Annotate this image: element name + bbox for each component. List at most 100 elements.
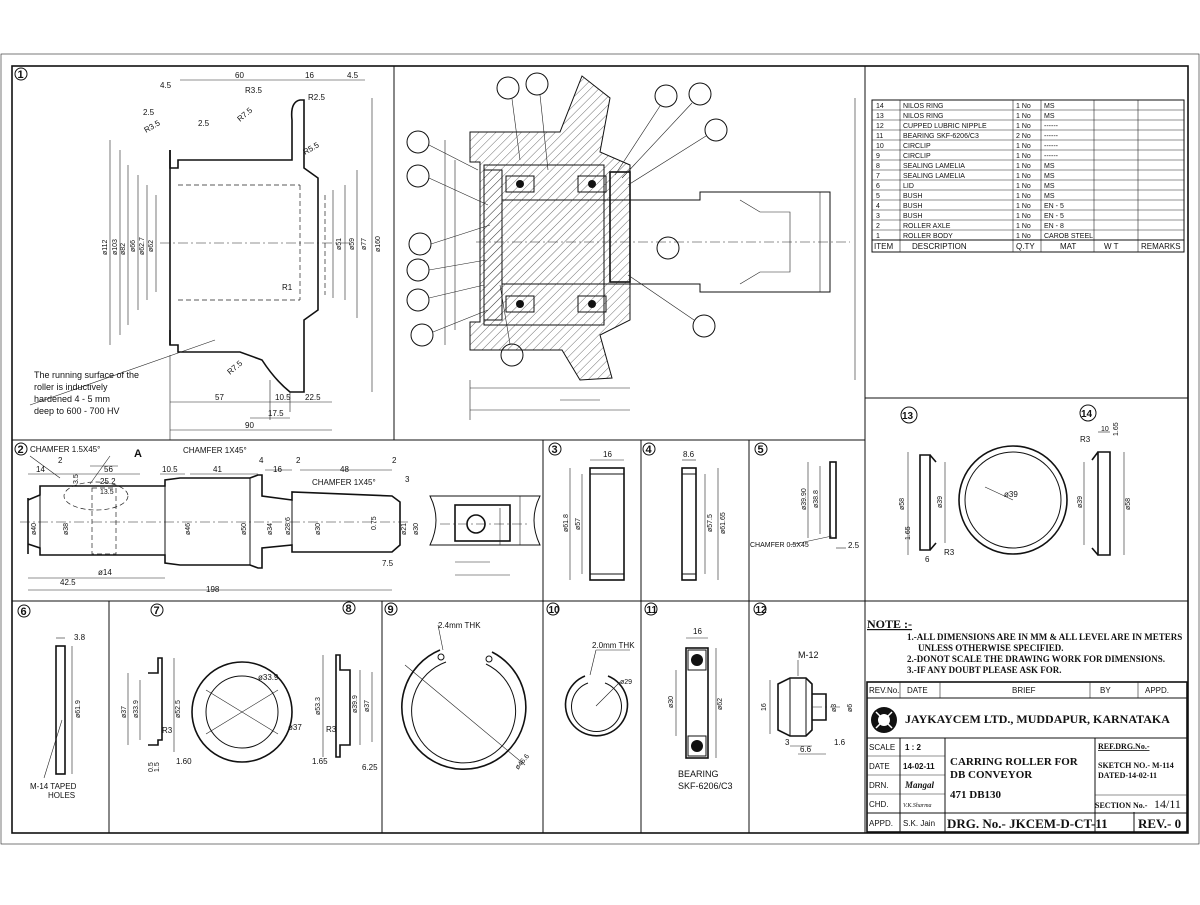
- svg-text:1 : 2: 1 : 2: [905, 743, 922, 752]
- svg-text:5: 5: [758, 444, 764, 456]
- svg-text:ø66: ø66: [130, 240, 137, 252]
- svg-text:CHAMFER 0.5X45: CHAMFER 0.5X45: [750, 542, 809, 549]
- svg-text:CHAMFER 1X45°: CHAMFER 1X45°: [183, 446, 247, 455]
- svg-text:ø53.3: ø53.3: [315, 697, 322, 715]
- balloon-14: [614, 84, 678, 176]
- svg-text:13: 13: [902, 411, 914, 422]
- svg-text:ø57: ø57: [575, 518, 582, 530]
- svg-text:2.5: 2.5: [848, 541, 860, 550]
- svg-text:57: 57: [215, 393, 224, 402]
- assembly-section-view: [406, 72, 856, 420]
- outer-border: [0, 53, 1200, 845]
- balloon-9: [406, 284, 485, 312]
- bom-cell: 1 No: [1016, 123, 1031, 130]
- svg-text:SECTION No.-: SECTION No.-: [1095, 801, 1148, 810]
- svg-text:REMARKS: REMARKS: [1141, 242, 1181, 251]
- balloon-3: [525, 72, 549, 171]
- balloon-1: [496, 76, 521, 161]
- bom-cell: MS: [1044, 163, 1055, 170]
- revision: REV.- 0: [1138, 816, 1181, 831]
- svg-text:17.5: 17.5: [268, 409, 284, 418]
- bom-cell: MS: [1044, 173, 1055, 180]
- svg-text:ø37: ø37: [364, 700, 371, 712]
- svg-text:3: 3: [552, 444, 558, 456]
- bom-cell: MS: [1044, 103, 1055, 110]
- bom-cell: ROLLER AXLE: [903, 223, 951, 230]
- drawing-number: DRG. No.- JKCEM-D-CT-11: [947, 816, 1108, 831]
- svg-text:6.25: 6.25: [362, 763, 378, 772]
- bom-cell: 4: [876, 203, 880, 210]
- svg-text:ø61.9: ø61.9: [75, 700, 82, 718]
- balloon-10: [406, 164, 489, 206]
- svg-text:0.5: 0.5: [148, 762, 155, 772]
- svg-text:10.5: 10.5: [275, 393, 291, 402]
- view-6-lid: 6 3.8 ø61.9 M-14 TAPED HOLES: [17, 604, 86, 800]
- svg-text:12: 12: [756, 605, 768, 616]
- svg-text:ø30: ø30: [413, 523, 420, 535]
- bom-cell: BUSH: [903, 213, 922, 220]
- svg-text:2.5: 2.5: [198, 119, 210, 128]
- svg-text:R3: R3: [944, 548, 955, 557]
- svg-text:ø57.5: ø57.5: [707, 514, 714, 532]
- svg-text:APPD.: APPD.: [869, 819, 893, 828]
- bom-cell: 1 No: [1016, 223, 1031, 230]
- bom-cell: 1 No: [1016, 183, 1031, 190]
- svg-text:HOLES: HOLES: [48, 791, 75, 800]
- svg-text:14-02-11: 14-02-11: [903, 762, 935, 771]
- svg-text:ø46.6: ø46.6: [514, 753, 531, 771]
- svg-text:CHAMFER 1X45°: CHAMFER 1X45°: [312, 478, 376, 487]
- svg-text:1.5: 1.5: [154, 762, 161, 772]
- svg-text:2: 2: [58, 456, 63, 465]
- title-block: REV.No. DATE BRIEF BY APPD. JAYKAYCEM LT…: [866, 681, 1188, 833]
- bom-cell: 10: [876, 143, 884, 150]
- svg-text:M-14 TAPED: M-14 TAPED: [30, 782, 77, 791]
- svg-text:60: 60: [235, 71, 244, 80]
- svg-text:ø103: ø103: [112, 239, 119, 255]
- svg-text:4: 4: [259, 456, 264, 465]
- svg-text:16: 16: [305, 71, 314, 80]
- bom-cell: BEARING SKF-6206/C3: [903, 133, 979, 140]
- view-12-lubric-nipple: 12 M-12 16 ø3 ø6 6.6 3 1.6: [753, 602, 854, 755]
- svg-text:1.6: 1.6: [834, 738, 846, 747]
- bom-cell: MS: [1044, 193, 1055, 200]
- svg-text:16: 16: [761, 703, 768, 711]
- view-9-circlip: 9 2.4mm THK ø46.6: [384, 602, 531, 771]
- view-3-bush: 3 16 ø61.8 ø57: [548, 442, 625, 581]
- bom-cell: ------: [1044, 153, 1059, 160]
- svg-text:Q.TY: Q.TY: [1016, 242, 1035, 251]
- svg-text:0.75: 0.75: [371, 516, 378, 530]
- svg-text:11: 11: [647, 605, 658, 616]
- general-notes: NOTE :- 1.-ALL DIMENSIONS ARE IN MM & AL…: [867, 617, 1182, 675]
- bom-cell: 1 No: [1016, 103, 1031, 110]
- bom-cell: NILOS RING: [903, 113, 943, 120]
- svg-text:10: 10: [549, 605, 561, 616]
- svg-text:REF.DRG.No.-: REF.DRG.No.-: [1098, 742, 1150, 751]
- svg-text:BRIEF: BRIEF: [1012, 686, 1036, 695]
- view-14-nilos-ring: 14 R3 10 1.65 ø39 ø58: [1077, 404, 1132, 556]
- svg-text:ø62: ø62: [148, 240, 155, 252]
- bom-cell: 1 No: [1016, 163, 1031, 170]
- bom-cell: CIRCLIP: [903, 143, 931, 150]
- bom-cell: ROLLER BODY: [903, 233, 953, 240]
- bom-cell: MS: [1044, 183, 1055, 190]
- svg-text:R2.5: R2.5: [308, 93, 325, 102]
- svg-text:ø61.65: ø61.65: [720, 512, 727, 534]
- svg-text:42.5: 42.5: [60, 578, 76, 587]
- svg-text:R3: R3: [326, 725, 337, 734]
- svg-text:DATED-14-02-11: DATED-14-02-11: [1098, 771, 1157, 780]
- svg-text:8.6: 8.6: [683, 450, 695, 459]
- bom-cell: SEALING LAMELIA: [903, 173, 965, 180]
- bom-cell: CUPPED LUBRIC NIPPLE: [903, 123, 987, 130]
- view-5-bush: 5 ø39.90 ø38.8 CHAMFER 0.5X45 2.5: [750, 442, 860, 550]
- bom-cell: 9: [876, 153, 880, 160]
- svg-text:56: 56: [104, 465, 113, 474]
- bom-cell: NILOS RING: [903, 103, 943, 110]
- svg-text:ø77: ø77: [361, 238, 368, 250]
- svg-text:ø6: ø6: [847, 704, 854, 712]
- svg-text:R3: R3: [1080, 435, 1091, 444]
- view-number: 1: [18, 69, 24, 81]
- svg-text:ø39.9: ø39.9: [352, 695, 359, 713]
- view-10-circlip: 10 2.0mm THK ø29: [546, 602, 635, 737]
- svg-text:R1: R1: [282, 283, 293, 292]
